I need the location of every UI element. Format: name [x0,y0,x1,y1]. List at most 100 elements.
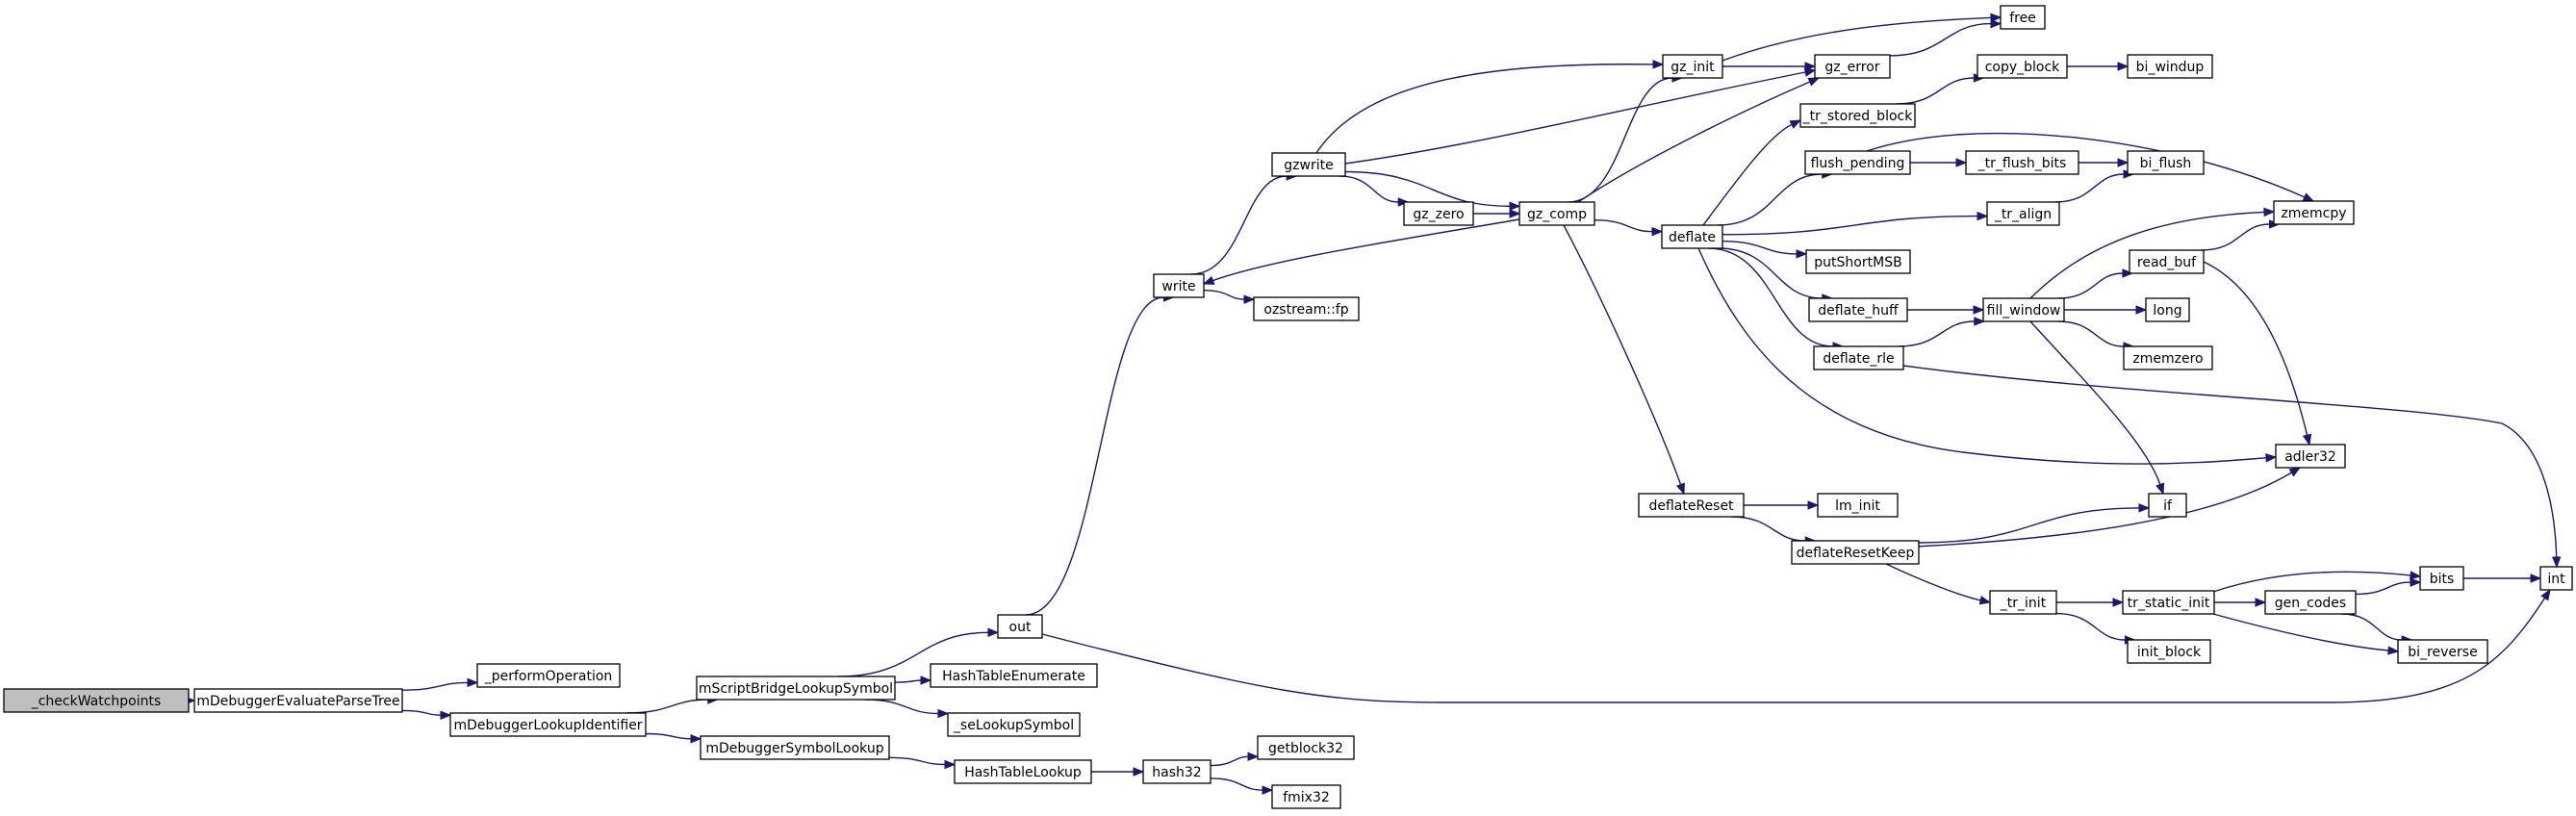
node-label: long [2153,303,2181,319]
node-free[interactable]: free [2000,5,2046,30]
node-deflate_rle[interactable]: deflate_rle [1813,345,1904,370]
edge-line [1563,224,1682,485]
edge-copy_block-to-bi_windup [2067,62,2130,71]
node-hash32[interactable]: hash32 [1142,759,1211,784]
node-lm_init[interactable]: lm_init [1817,493,1899,518]
node-getblock32[interactable]: getblock32 [1257,735,1355,760]
node-putShortMSB[interactable]: putShortMSB [1805,249,1911,274]
edge-arrowhead [1243,294,1256,304]
node-init_block[interactable]: init_block [2127,639,2211,664]
node-gz_comp[interactable]: gz_comp [1518,201,1595,226]
node-long[interactable]: long [2145,297,2190,322]
node-label: flush_pending [1811,156,1905,171]
node-HashTableEnumerate[interactable]: HashTableEnumerate [930,663,1098,688]
node-box [3,688,190,713]
node-label: fmix32 [1283,790,1330,805]
node-read_buf[interactable]: read_buf [2129,249,2205,274]
edge-arrowhead [1990,13,2002,23]
edge-line [864,699,939,715]
node-tr_flush_bits[interactable]: _tr_flush_bits [1965,150,2079,175]
node-mDebuggerEvaluateParseTree[interactable]: mDebuggerEvaluateParseTree [193,688,403,713]
node-deflate[interactable]: deflate [1661,224,1723,249]
edge-mDebuggerLookupIdentifier-to-mDebuggerSymbolLookup [645,732,702,744]
edge-line [625,699,708,714]
node-performOperation[interactable]: _performOperation [476,663,621,688]
edge-line [2212,571,2411,593]
node-bi_windup[interactable]: bi_windup [2127,54,2213,79]
node-deflateReset[interactable]: deflateReset [1638,493,1745,518]
edge-arrowhead [2410,571,2422,580]
edge-arrowhead [1651,226,1664,237]
node-label: bi_reverse [2408,645,2477,660]
node-deflateResetKeep[interactable]: deflateResetKeep [1791,540,1920,565]
edge-gz_error-to-free [1889,18,2002,57]
node-label: copy_block [1985,60,2060,75]
node-adler32[interactable]: adler32 [2275,444,2346,469]
node-gz_error[interactable]: gz_error [1814,54,1891,79]
node-copy_block[interactable]: copy_block [1977,54,2068,79]
node-tr_stored_block[interactable]: _tr_stored_block [1799,103,1916,128]
edge-line [1025,296,1164,616]
node-zmemzero[interactable]: zmemzero [2123,345,2213,370]
edge-line [1041,598,2546,703]
node-ozstreamfp[interactable]: ozstream::fp [1253,296,1360,321]
node-box [1817,493,1899,518]
node-box [449,712,647,737]
node-label: mDebuggerEvaluateParseTree [196,694,399,709]
node-mDebuggerLookupIdentifier[interactable]: mDebuggerLookupIdentifier [449,712,647,737]
node-tr_init[interactable]: _tr_init [1989,590,2057,615]
node-box [476,663,621,688]
node-gen_codes[interactable]: gen_codes [2264,590,2357,615]
edge-line [401,681,469,691]
edge-line [2355,581,2411,596]
edge-line [1210,778,1263,791]
node-tr_align[interactable]: _tr_align [1986,201,2060,226]
node-out[interactable]: out [997,614,1043,639]
edge-deflateReset-to-lm_init [1744,500,1820,510]
node-seLookupSymbol[interactable]: _seLookupSymbol [947,712,1081,737]
node-tr_static_init[interactable]: tr_static_init [2122,590,2215,615]
edge-line [1731,516,1806,542]
edge-arrowhead [1803,67,1817,77]
node-box [1982,297,2065,322]
edge-arrowhead [2387,646,2400,655]
node-int[interactable]: int [2539,566,2573,591]
node-write[interactable]: write [1153,273,1205,298]
edge-tr_align-to-bi_flush [2054,169,2135,203]
node-zmemcpy[interactable]: zmemcpy [2273,200,2355,225]
node-bi_reverse[interactable]: bi_reverse [2397,639,2488,664]
node-flush_pending[interactable]: flush_pending [1804,150,1911,175]
node-gzwrite[interactable]: gzwrite [1271,152,1346,177]
node-fmix32[interactable]: fmix32 [1271,784,1341,809]
edge-arrowhead [1796,249,1808,259]
edge-arrowhead [2255,598,2267,607]
node-mScriptBridgeLookupSymbol[interactable]: mScriptBridgeLookupSymbol [696,676,896,701]
node-checkWatchpoints[interactable]: _checkWatchpoints [3,688,190,713]
edge-arrowhead [2112,598,2125,607]
node-gz_init[interactable]: gz_init [1662,54,1723,79]
node-HashTableLookup[interactable]: HashTableLookup [954,759,1092,784]
edge-line [1722,16,1992,62]
edge-line [2203,261,2308,436]
edge-line [2341,613,2403,641]
edge-hash32-to-getblock32 [1210,752,1260,767]
edge-arrowhead [2302,192,2315,202]
node-if[interactable]: if [2148,493,2187,518]
node-label: gzwrite [1284,158,1333,173]
node-box [1153,273,1205,298]
node-bi_flush[interactable]: bi_flush [2127,150,2205,175]
node-gz_zero[interactable]: gz_zero [1403,201,1474,226]
edge-line [837,631,989,677]
edge-line [2054,173,2125,203]
node-mDebuggerSymbolLookup[interactable]: mDebuggerSymbolLookup [700,735,890,760]
edge-arrowhead [2302,433,2312,446]
node-label: _seLookupSymbol [953,718,1074,733]
node-label: gz_init [1671,60,1715,75]
edge-deflateResetKeep-to-tr_init [1885,563,1992,605]
node-fill_window[interactable]: fill_window [1982,297,2065,322]
node-label: bi_flush [2140,156,2192,171]
node-deflate_huff[interactable]: deflate_huff [1808,297,1908,322]
node-label: hash32 [1152,765,1201,780]
node-label: init_block [2137,645,2202,660]
node-bits[interactable]: bits [2419,566,2464,591]
